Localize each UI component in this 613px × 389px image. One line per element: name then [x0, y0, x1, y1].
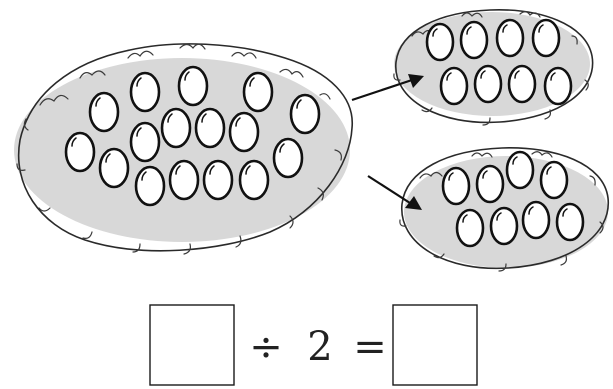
egg — [475, 164, 505, 204]
egg — [459, 20, 489, 60]
egg — [505, 150, 535, 190]
egg — [531, 18, 561, 58]
egg — [425, 22, 455, 62]
egg — [555, 202, 585, 242]
egg — [160, 107, 192, 149]
divisor-number: 2 — [307, 324, 332, 370]
egg — [177, 65, 209, 107]
egg — [238, 159, 270, 201]
small-nest-top-eggs — [425, 18, 573, 106]
dividend-answer-box[interactable] — [149, 304, 235, 386]
egg — [129, 121, 161, 163]
egg — [88, 91, 120, 133]
large-nest-eggs — [64, 65, 321, 207]
egg — [98, 147, 130, 189]
arrow-to-top-nest — [351, 74, 424, 102]
egg — [242, 71, 274, 113]
egg — [64, 131, 96, 173]
egg — [439, 66, 469, 106]
egg — [289, 93, 321, 135]
division-sign: ÷ — [249, 324, 283, 370]
egg — [539, 160, 569, 200]
egg — [543, 66, 573, 106]
division-equation: ÷ 2 = — [149, 304, 478, 386]
equals-sign: = — [353, 324, 387, 370]
arrow-to-bottom-nest — [367, 175, 422, 210]
egg — [134, 165, 166, 207]
large-nest-straw — [16, 43, 342, 255]
small-nest-bottom-outline — [401, 147, 609, 270]
egg — [495, 18, 525, 58]
egg — [455, 208, 485, 248]
egg — [202, 159, 234, 201]
quotient-answer-box[interactable] — [392, 304, 478, 386]
small-nest-bottom-straw — [399, 151, 604, 272]
egg — [168, 159, 200, 201]
egg — [473, 64, 503, 104]
egg — [228, 111, 260, 153]
egg — [507, 64, 537, 104]
egg — [441, 166, 471, 206]
egg — [194, 107, 226, 149]
small-nest-bottom-eggs — [441, 150, 585, 248]
egg — [129, 71, 161, 113]
small-nest-top-outline — [395, 9, 594, 124]
large-nest-outline — [17, 43, 353, 252]
egg — [272, 137, 304, 179]
egg — [521, 200, 551, 240]
egg — [489, 206, 519, 246]
